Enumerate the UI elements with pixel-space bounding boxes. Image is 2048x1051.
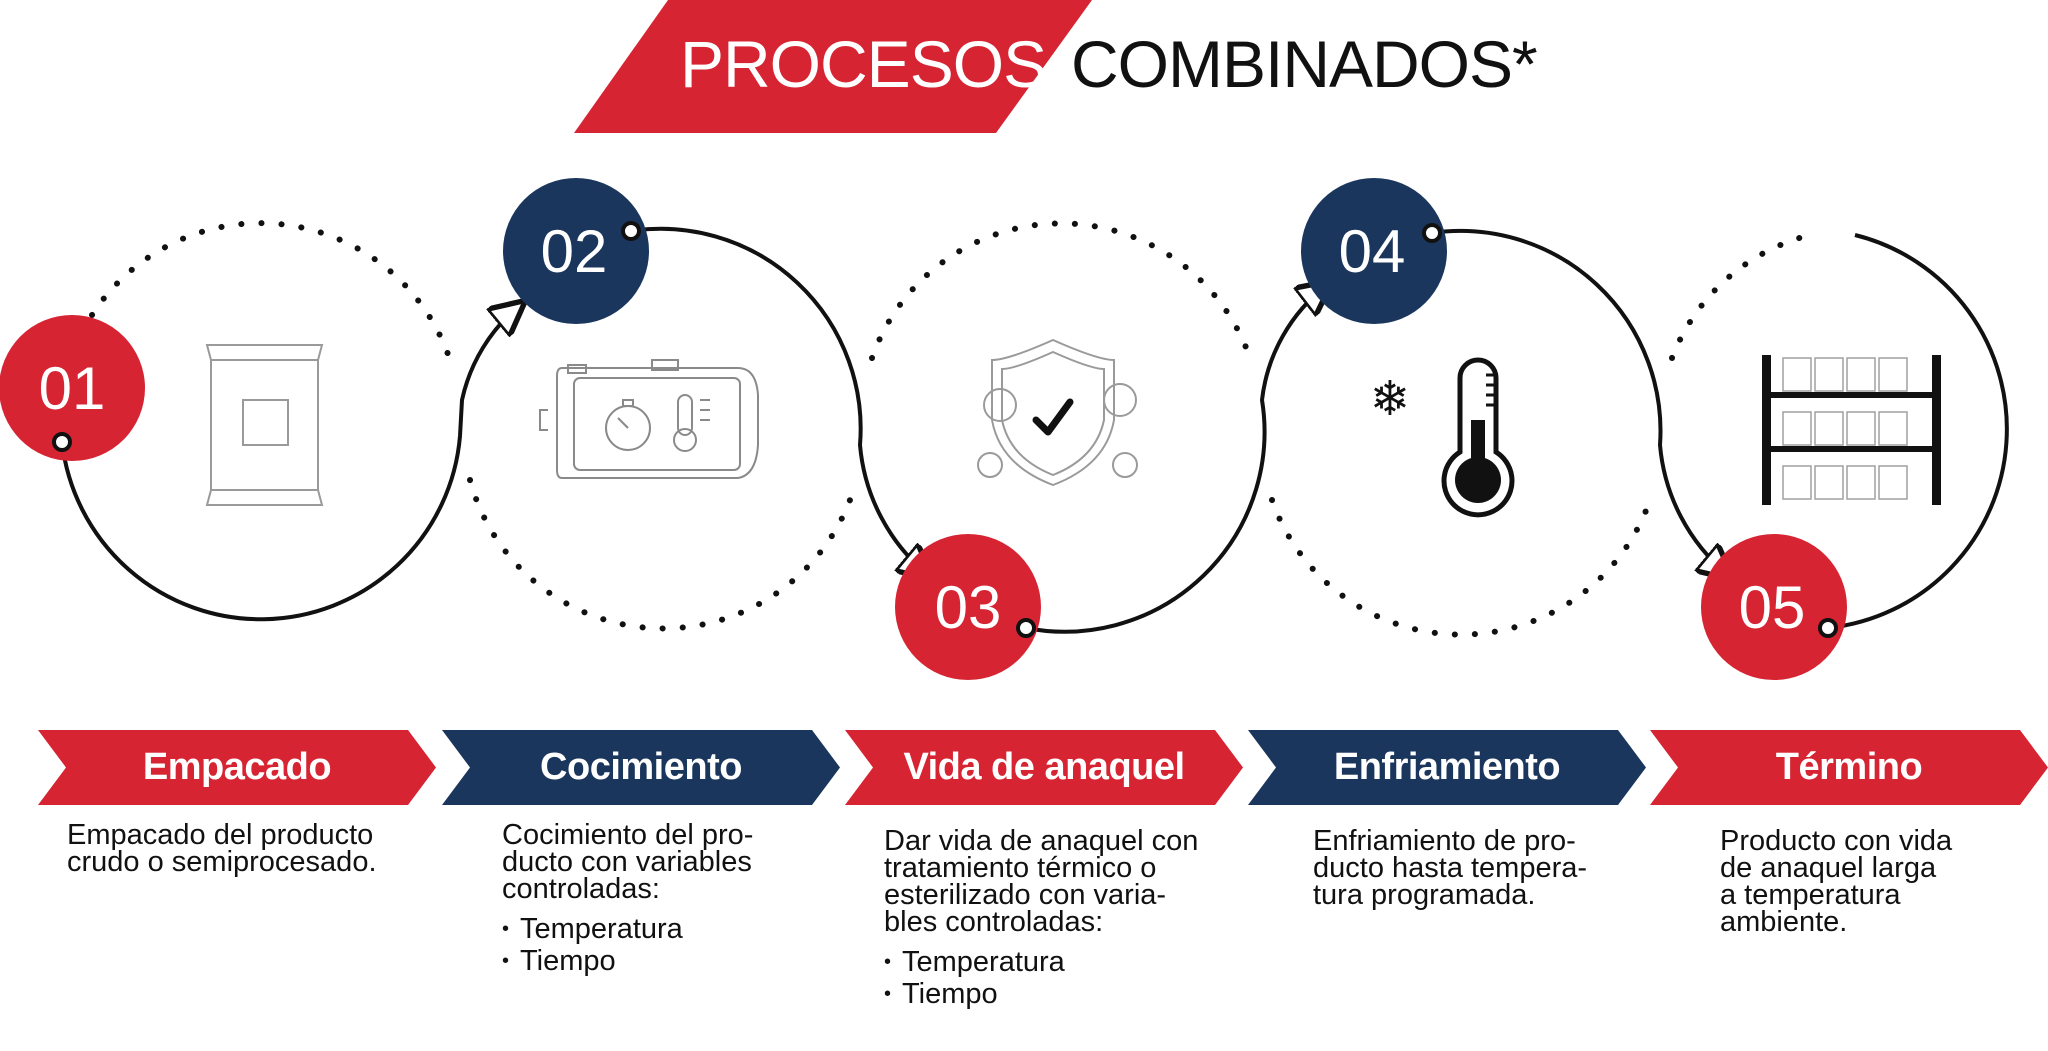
description-line: bles controladas: bbox=[884, 906, 1104, 938]
description-line: tratamiento térmico o bbox=[884, 852, 1157, 884]
description-line: ambiente. bbox=[1720, 906, 1848, 938]
step-label-enfriamiento: Enfriamiento bbox=[1333, 746, 1561, 788]
step-description-empacado: Empacado del producto crudo o semiproces… bbox=[67, 819, 377, 878]
step-number-02: 02 bbox=[541, 218, 608, 285]
step-circle-02: 02 bbox=[503, 178, 649, 324]
description-line: a temperatura bbox=[1720, 879, 1901, 911]
solid-arc-3 bbox=[1025, 285, 1327, 634]
description-line: Empacado del producto bbox=[67, 819, 374, 851]
ribbon-termino bbox=[1650, 730, 2048, 805]
step-label-vida-de-anaquel: Vida de anaquel bbox=[903, 746, 1185, 788]
storage-rack-icon bbox=[1762, 355, 1941, 505]
step-number-05: 05 bbox=[1739, 574, 1806, 641]
bullet-item: •Temperatura bbox=[502, 913, 683, 945]
description-line: esterilizado con varia- bbox=[884, 879, 1167, 911]
step-circle-01: 01 bbox=[0, 315, 145, 461]
description-line: Cocimiento del pro- bbox=[502, 819, 754, 851]
step-circle-04: 04 bbox=[1301, 178, 1447, 324]
step-circle-03: 03 bbox=[895, 534, 1041, 680]
snowflake-thermometer-icon: ❄ bbox=[1370, 357, 1515, 518]
solid-arc-4 bbox=[1431, 229, 1728, 575]
bullet-text: Temperatura bbox=[902, 946, 1065, 978]
step-label-empacado: Empacado bbox=[142, 746, 332, 788]
solid-arc-2 bbox=[630, 226, 928, 575]
solid-arc-5 bbox=[1827, 233, 2009, 630]
bullet-item: •Tiempo bbox=[502, 945, 616, 977]
process-flow-diagram: 01 02 03 04 05 bbox=[0, 178, 2009, 680]
bullet-text: Temperatura bbox=[520, 913, 683, 945]
description-line: Dar vida de anaquel con bbox=[884, 825, 1199, 857]
description-line: Enfriamiento de pro- bbox=[1313, 825, 1576, 857]
ribbon-empacado bbox=[38, 730, 436, 805]
description-line: controladas: bbox=[502, 873, 660, 905]
ribbon-vida-de-anaquel bbox=[845, 730, 1243, 805]
step-description-vida-de-anaquel: Dar vida de anaquel con tratamiento térm… bbox=[884, 825, 1199, 1011]
dotted-arc-top-1 bbox=[89, 220, 453, 363]
bullet-list: •Temperatura •Tiempo bbox=[884, 946, 1198, 1010]
step-number-01: 01 bbox=[39, 355, 106, 422]
title-banner bbox=[574, 0, 1092, 133]
ribbon-cocimiento bbox=[442, 730, 840, 805]
step-number-04: 04 bbox=[1339, 218, 1406, 285]
bullet-list: •Temperatura •Tiempo bbox=[502, 913, 753, 977]
dotted-arc-top-5 bbox=[1669, 232, 1813, 361]
dotted-arc-bottom-4 bbox=[1269, 497, 1653, 638]
step-circle-05: 05 bbox=[1701, 534, 1847, 680]
ribbon-enfriamiento bbox=[1248, 730, 1646, 805]
bullet-text: Tiempo bbox=[520, 945, 616, 977]
description-line: crudo o semiprocesado. bbox=[67, 846, 377, 878]
title-word-combinados: COMBINADOS* bbox=[1071, 27, 1538, 101]
step-label-termino: Término bbox=[1775, 746, 1923, 788]
dotted-arc-bottom-2 bbox=[467, 477, 853, 632]
dotted-arc-top-3 bbox=[869, 220, 1253, 361]
description-line: ducto hasta tempera- bbox=[1313, 852, 1588, 884]
bullet-item: •Tiempo bbox=[884, 978, 998, 1010]
cooking-vessel-icon bbox=[539, 359, 759, 479]
step-description-termino: Producto con vida de anaquel larga a tem… bbox=[1720, 825, 1953, 938]
description-line: ducto con variables bbox=[502, 846, 752, 878]
step-description-enfriamiento: Enfriamiento de pro- ducto hasta tempera… bbox=[1313, 825, 1588, 911]
package-pouch-icon bbox=[205, 344, 324, 506]
bullet-item: •Temperatura bbox=[884, 946, 1065, 978]
step-number-03: 03 bbox=[935, 574, 1002, 641]
solid-arc-1 bbox=[60, 305, 520, 622]
bullet-text: Tiempo bbox=[902, 978, 998, 1010]
step-description-cocimiento: Cocimiento del pro- ducto con variables … bbox=[502, 819, 754, 978]
shield-virus-icon bbox=[977, 338, 1138, 487]
svg-text:❄: ❄ bbox=[1370, 371, 1410, 427]
description-line: Producto con vida bbox=[1720, 825, 1953, 857]
title-word-procesos: PROCESOS bbox=[680, 27, 1047, 101]
description-line: tura programada. bbox=[1313, 879, 1536, 911]
step-label-cocimiento: Cocimiento bbox=[540, 746, 742, 788]
description-line: de anaquel larga bbox=[1720, 852, 1937, 884]
